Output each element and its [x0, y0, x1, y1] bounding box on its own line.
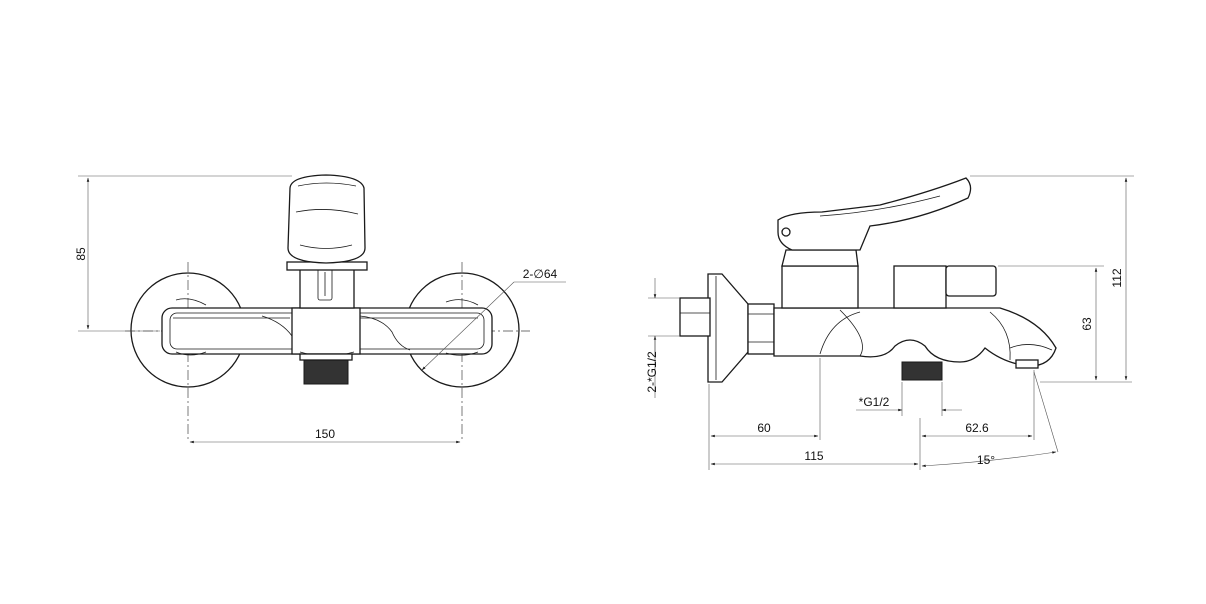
dimension-150: 150	[189, 427, 461, 444]
handle-bottom-edge	[299, 244, 353, 249]
wall-flange	[707, 273, 749, 383]
angle-arc	[921, 451, 1057, 468]
dim-150-label: 150	[315, 427, 335, 441]
dim-outlet-thread-label: *G1/2	[859, 395, 890, 409]
cartridge-cap	[781, 249, 859, 267]
lever-screw	[781, 227, 791, 237]
body-swirl-1	[839, 309, 863, 357]
handle-top-edge	[297, 182, 357, 187]
dimension-flange-diameter: 2-∅64	[421, 267, 566, 371]
mixer-cartridge	[286, 174, 368, 385]
angle-leg	[1033, 371, 1059, 453]
body-curve-right	[359, 315, 411, 351]
left-nut-bottom	[175, 351, 207, 356]
outlet-thread-collar	[299, 353, 353, 361]
dim-112-label: 112	[1110, 268, 1124, 287]
dimension-115: 115	[710, 418, 921, 470]
dimension-112: 112	[970, 175, 1134, 381]
diverter-lever	[945, 265, 997, 297]
dimension-60: 60	[708, 358, 821, 470]
spout-edge	[989, 311, 1011, 361]
dimension-angle: 15°	[921, 371, 1059, 468]
dim-flange-label: 2-∅64	[523, 267, 558, 281]
side-cartridge	[781, 265, 859, 309]
dimension-inlet-thread: 2-*G1/2	[645, 278, 680, 398]
dim-63-label: 63	[1080, 317, 1094, 331]
spout-body	[773, 307, 1057, 367]
dim-115-label: 115	[804, 449, 823, 463]
cartridge-housing	[299, 267, 355, 309]
dim-inlet-thread-label: 2-*G1/2	[645, 351, 659, 393]
dimension-63: 63	[998, 265, 1132, 383]
right-nut-top	[445, 299, 479, 306]
diverter-knob	[893, 265, 947, 309]
body-curve-left	[261, 315, 293, 337]
lever-handle-side	[777, 177, 972, 251]
inlet-pipe	[679, 297, 711, 337]
mixer-base	[291, 307, 361, 355]
lever-handle-front	[287, 174, 366, 264]
dim-85-label: 85	[74, 247, 88, 261]
side-outlet-thread	[901, 361, 943, 381]
flange-leader	[421, 281, 515, 371]
left-nut-top	[175, 298, 207, 306]
spout-tip-line	[1009, 344, 1053, 351]
right-nut-bottom	[445, 351, 479, 356]
connector-nut	[747, 303, 775, 355]
dimension-62-6: 62.6	[921, 370, 1035, 440]
dimension-outlet-thread: *G1/2	[856, 382, 962, 416]
lever-edge	[819, 195, 941, 217]
handle-mid-edge	[295, 209, 359, 215]
side-view: 2-*G1/2 *G1/2 60 115 62.6	[645, 175, 1134, 470]
dim-62-6-label: 62.6	[965, 421, 989, 435]
dimension-85: 85	[74, 175, 292, 332]
dim-angle-label: 15°	[977, 453, 995, 467]
aerator	[1015, 359, 1039, 369]
dim-60-label: 60	[757, 421, 771, 435]
front-view: 85 150 2-∅64	[74, 174, 566, 444]
body-swirl-2	[819, 311, 861, 355]
